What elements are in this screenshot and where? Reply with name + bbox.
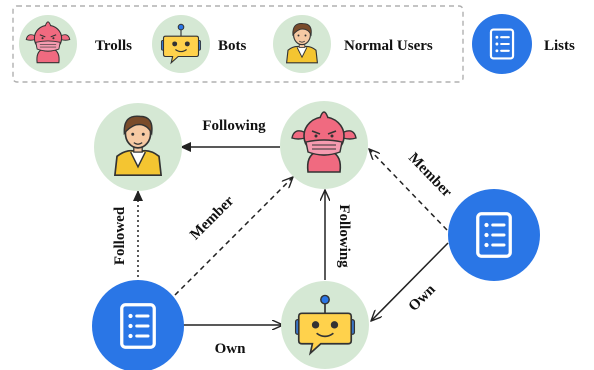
legend-item-bots: Bots xyxy=(152,15,247,73)
legend: Trolls Bots Normal Users Lists xyxy=(12,5,575,83)
edge-label-member-left: Member xyxy=(187,193,237,243)
legend-label-trolls: Trolls xyxy=(95,38,132,54)
legend-item-normal-users: Normal Users xyxy=(273,15,433,73)
legend-item-trolls: Trolls xyxy=(19,15,132,73)
edge-list-member-troll-left xyxy=(174,177,293,296)
legend-label-bots: Bots xyxy=(218,38,247,54)
legend-item-lists: Lists xyxy=(472,14,575,74)
node-normal-user xyxy=(94,103,182,191)
nodes xyxy=(92,101,540,370)
edge-list-member-troll-right xyxy=(369,149,448,231)
edge-label-following-vertical: Following xyxy=(336,204,352,268)
legend-label-lists: Lists xyxy=(544,38,575,54)
node-bot xyxy=(281,281,369,369)
node-list-left xyxy=(92,280,184,370)
edge-label-own-right: Own xyxy=(406,281,440,315)
legend-frame xyxy=(12,5,464,83)
edge-label-member-right: Member xyxy=(405,150,455,201)
edge-list-own-bot-right xyxy=(371,242,449,321)
node-troll xyxy=(280,101,368,189)
edge-label-own-bottom: Own xyxy=(215,341,247,357)
edge-label-following-top: Following xyxy=(202,118,266,134)
edge-label-followed: Followed xyxy=(112,206,128,265)
legend-label-normal-users: Normal Users xyxy=(344,38,433,54)
node-list-right xyxy=(448,189,540,281)
